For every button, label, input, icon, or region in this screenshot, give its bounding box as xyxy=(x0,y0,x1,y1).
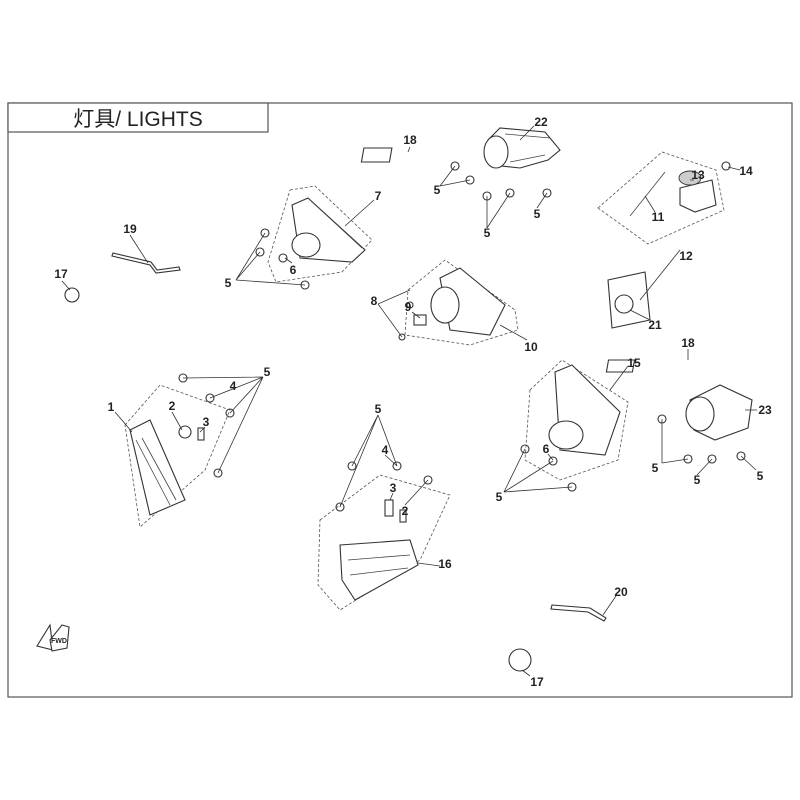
callout-12: 12 xyxy=(679,249,693,263)
diagram-frame xyxy=(7,102,793,698)
callout-22: 22 xyxy=(534,115,548,129)
part-12-bracket-assembly[interactable] xyxy=(597,151,731,329)
callout-23: 23 xyxy=(758,403,772,417)
leader-lines xyxy=(61,125,757,677)
part-1-turn-signal[interactable] xyxy=(124,384,231,528)
callout-labels: 22 18 5 5 5 7 14 13 11 12 19 17 5 6 8 9 … xyxy=(54,115,772,689)
callout-1: 1 xyxy=(108,400,115,414)
page-title: 灯具/ LIGHTS xyxy=(73,108,203,131)
callout-19: 19 xyxy=(123,222,137,236)
callout-20: 20 xyxy=(614,585,628,599)
callout-18: 18 xyxy=(681,336,695,350)
callout-5: 5 xyxy=(757,469,764,483)
callout-5: 5 xyxy=(652,461,659,475)
part-20-wire[interactable] xyxy=(550,604,607,622)
callout-17: 17 xyxy=(54,267,68,281)
callout-3: 3 xyxy=(390,481,397,495)
part-23-headlight[interactable] xyxy=(685,384,753,441)
callout-3: 3 xyxy=(203,415,210,429)
part-7-headlight[interactable] xyxy=(267,185,373,283)
fwd-text: FWD xyxy=(51,638,67,645)
callout-6: 6 xyxy=(290,263,297,277)
callout-14: 14 xyxy=(739,164,753,178)
title-box xyxy=(7,102,269,133)
part-18-gasket[interactable] xyxy=(360,147,393,163)
callout-2: 2 xyxy=(169,399,176,413)
screws-group xyxy=(178,161,746,512)
callout-5: 5 xyxy=(264,365,271,379)
callout-5: 5 xyxy=(496,490,503,504)
part-16-turn-signal[interactable] xyxy=(317,474,451,611)
callout-11: 11 xyxy=(652,210,665,224)
part-10-headlight[interactable] xyxy=(398,259,519,346)
part-18-gasket-2[interactable] xyxy=(605,359,636,373)
callout-6: 6 xyxy=(543,442,550,456)
callout-17: 17 xyxy=(530,675,544,689)
part-15-headlight[interactable] xyxy=(524,359,629,481)
callout-5: 5 xyxy=(694,473,701,487)
part-17-cap-2[interactable] xyxy=(508,648,532,672)
callout-16: 16 xyxy=(438,557,452,571)
callout-4: 4 xyxy=(230,379,237,393)
fwd-arrow-icon: FWD xyxy=(36,623,70,652)
callout-5: 5 xyxy=(434,183,441,197)
callout-5: 5 xyxy=(375,402,382,416)
callout-8: 8 xyxy=(371,294,378,308)
callout-4: 4 xyxy=(382,443,389,457)
callout-18: 18 xyxy=(403,133,417,147)
callout-5: 5 xyxy=(225,276,232,290)
callout-10: 10 xyxy=(524,340,538,354)
callout-2: 2 xyxy=(402,504,409,518)
callout-5: 5 xyxy=(534,207,541,221)
part-17-cap[interactable] xyxy=(64,287,80,303)
part-22-headlight[interactable] xyxy=(483,127,561,169)
callout-9: 9 xyxy=(405,300,412,314)
callout-15: 15 xyxy=(627,356,641,370)
part-19-wire[interactable] xyxy=(111,252,181,274)
callout-7: 7 xyxy=(375,189,382,203)
callout-21: 21 xyxy=(648,318,662,332)
callout-13: 13 xyxy=(691,168,705,182)
callout-5: 5 xyxy=(484,226,491,240)
